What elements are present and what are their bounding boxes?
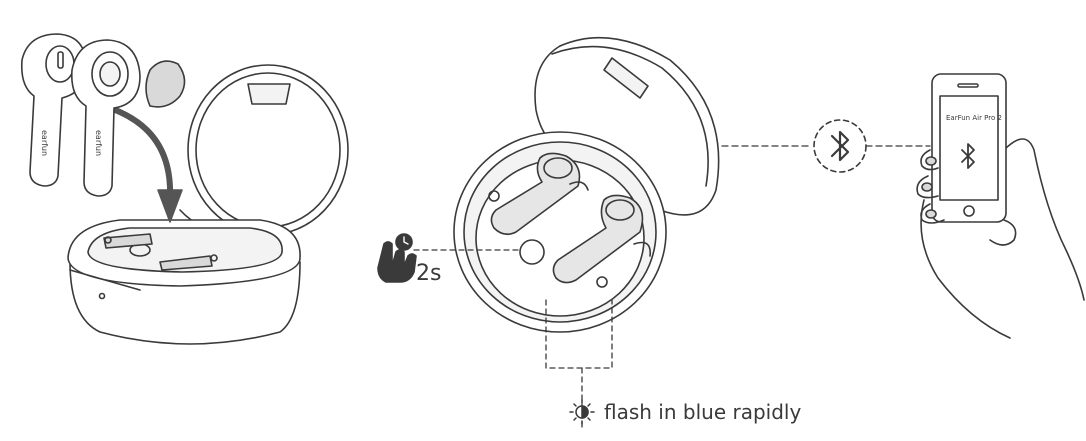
earbud-in-case-2 [552,194,651,284]
hand-touch-icon [377,241,417,283]
bluetooth-icon [961,143,975,169]
case-base-left [67,219,301,345]
open-case-step [413,36,720,429]
earbud-brand-label: earfun [40,130,49,156]
phone-screen-title: EarFun Air Pro 2 [946,114,1002,122]
down-arrow-icon [107,105,183,223]
bluetooth-link [721,119,931,173]
sun-led-icon [569,399,595,425]
hand-fingers [916,149,1017,246]
smartphone: EarFun Air Pro 2 [931,73,1007,223]
earbud-left-2: earfun [70,39,186,197]
hold-duration-label: 2s [416,261,441,286]
closed-case-step: earfun earfun [20,33,349,345]
earbud-in-case-1 [490,152,589,236]
bluetooth-icon [830,130,850,162]
led-status-caption: flash in blue rapidly [604,400,801,424]
phone-with-hand: EarFun Air Pro 2 [916,73,1085,339]
clock-icon [395,233,413,251]
case-lid-left [179,64,349,239]
earbud-brand-label: earfun [94,130,103,156]
case-lid-middle [534,36,720,216]
